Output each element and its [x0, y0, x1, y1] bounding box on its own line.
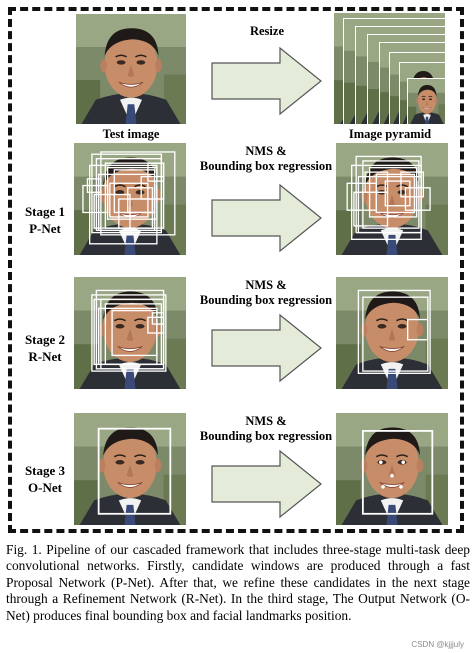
- stage-2-net: R-Net: [28, 349, 62, 364]
- stage-1-arrow: [210, 183, 324, 258]
- candidate-box: [86, 178, 102, 193]
- stage-2-output-photo: [336, 277, 448, 389]
- resize-arrow: [210, 46, 324, 121]
- stage-3-operation: NMS & Bounding box regression: [196, 414, 336, 444]
- candidate-box: [93, 298, 165, 366]
- stage-1-net: P-Net: [29, 221, 61, 236]
- stage-3-label: Stage 3 O-Net: [10, 462, 80, 496]
- stage-2-op-line2: Bounding box regression: [199, 293, 333, 307]
- candidate-box: [97, 427, 172, 515]
- candidate-box: [147, 316, 165, 334]
- arrow-shape: [211, 449, 322, 519]
- stage-2-input-photo: [74, 277, 186, 389]
- stage-1-op-line1: NMS &: [245, 144, 287, 158]
- stage-1-title: Stage 1: [24, 204, 66, 219]
- candidate-box: [82, 184, 109, 214]
- candidate-box: [362, 296, 429, 372]
- stage-1-output-photo: [336, 143, 448, 255]
- figure-caption: Fig. 1. Pipeline of our cascaded framewo…: [6, 542, 470, 623]
- candidate-box: [400, 171, 425, 198]
- candidate-box: [93, 193, 131, 229]
- candidate-box: [100, 151, 176, 236]
- arrow-shape: [211, 46, 322, 116]
- watermark: CSDN @kjjjuly: [411, 640, 464, 649]
- resize-label: Resize: [249, 24, 284, 38]
- stage-3-net: O-Net: [28, 480, 62, 495]
- candidate-box: [357, 175, 422, 234]
- candidate-box: [353, 191, 389, 227]
- arrow-shape: [211, 313, 322, 383]
- image-pyramid: [333, 12, 445, 124]
- test-image-photo: [76, 14, 186, 124]
- candidate-box: [375, 173, 416, 214]
- candidate-box: [151, 312, 165, 325]
- stage-2-arrow: [210, 313, 324, 388]
- stage-3-op-line1: NMS &: [245, 414, 287, 428]
- stage-2-op-line1: NMS &: [245, 278, 287, 292]
- candidate-box: [407, 318, 429, 341]
- candidate-box: [109, 182, 149, 218]
- candidate-box: [147, 162, 165, 182]
- pipeline-figure: Resize: [8, 7, 464, 533]
- test-image-label: Test image: [102, 127, 160, 141]
- landmark-point: [390, 473, 394, 478]
- candidate-box: [384, 180, 411, 207]
- stage-2-label: Stage 2 R-Net: [10, 331, 80, 365]
- stage-1-op-line2: Bounding box regression: [199, 159, 333, 173]
- candidate-box: [127, 187, 154, 214]
- candidate-box: [362, 160, 420, 229]
- candidate-box: [361, 430, 434, 515]
- candidate-box: [404, 187, 431, 211]
- stage-1-label: Stage 1 P-Net: [10, 203, 80, 237]
- stage-2-title: Stage 2: [24, 332, 66, 347]
- candidate-box: [357, 289, 431, 374]
- landmark-point: [381, 485, 385, 489]
- stage-2-operation: NMS & Bounding box regression: [196, 278, 336, 308]
- dashed-border: [8, 7, 464, 533]
- arrow-shape: [211, 183, 322, 253]
- candidate-box: [118, 198, 154, 229]
- stage-3-op-line2: Bounding box regression: [199, 429, 333, 443]
- candidate-box: [91, 294, 167, 372]
- stage-3-arrow: [210, 449, 324, 524]
- stage-3-input-photo: [74, 413, 186, 525]
- candidate-box: [95, 289, 165, 370]
- landmark-point: [401, 460, 405, 465]
- landmark-point: [379, 460, 383, 465]
- stage-1-operation: NMS & Bounding box regression: [196, 144, 336, 174]
- stage-3-output-photo: [336, 413, 448, 525]
- image-pyramid-label: Image pyramid: [348, 127, 432, 141]
- stage-1-input-photo: [74, 143, 186, 255]
- stage-3-title: Stage 3: [24, 463, 66, 478]
- candidate-box: [100, 298, 165, 370]
- candidate-box: [346, 182, 377, 211]
- pyramid-layer: [407, 78, 445, 124]
- landmark-point: [399, 485, 403, 489]
